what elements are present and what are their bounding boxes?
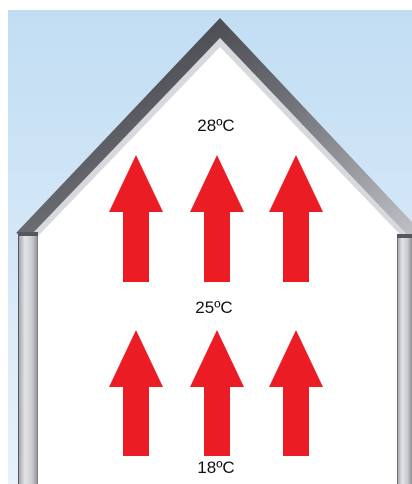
temperature-label-middle: 25ºC: [195, 298, 233, 317]
up-arrow-icon: [269, 330, 323, 456]
up-arrow-icon: [109, 155, 163, 282]
up-arrow-icon: [190, 330, 244, 456]
left-wall-cap: [18, 232, 38, 236]
left-wall: [18, 232, 38, 484]
temperature-label-bottom: 18ºC: [197, 458, 235, 477]
temperature-label-top: 28ºC: [197, 116, 235, 135]
up-arrow-icon: [190, 155, 244, 282]
right-wall: [397, 234, 412, 484]
up-arrow-icon: [109, 330, 163, 456]
right-wall-cap: [397, 234, 412, 238]
up-arrow-icon: [269, 155, 323, 282]
